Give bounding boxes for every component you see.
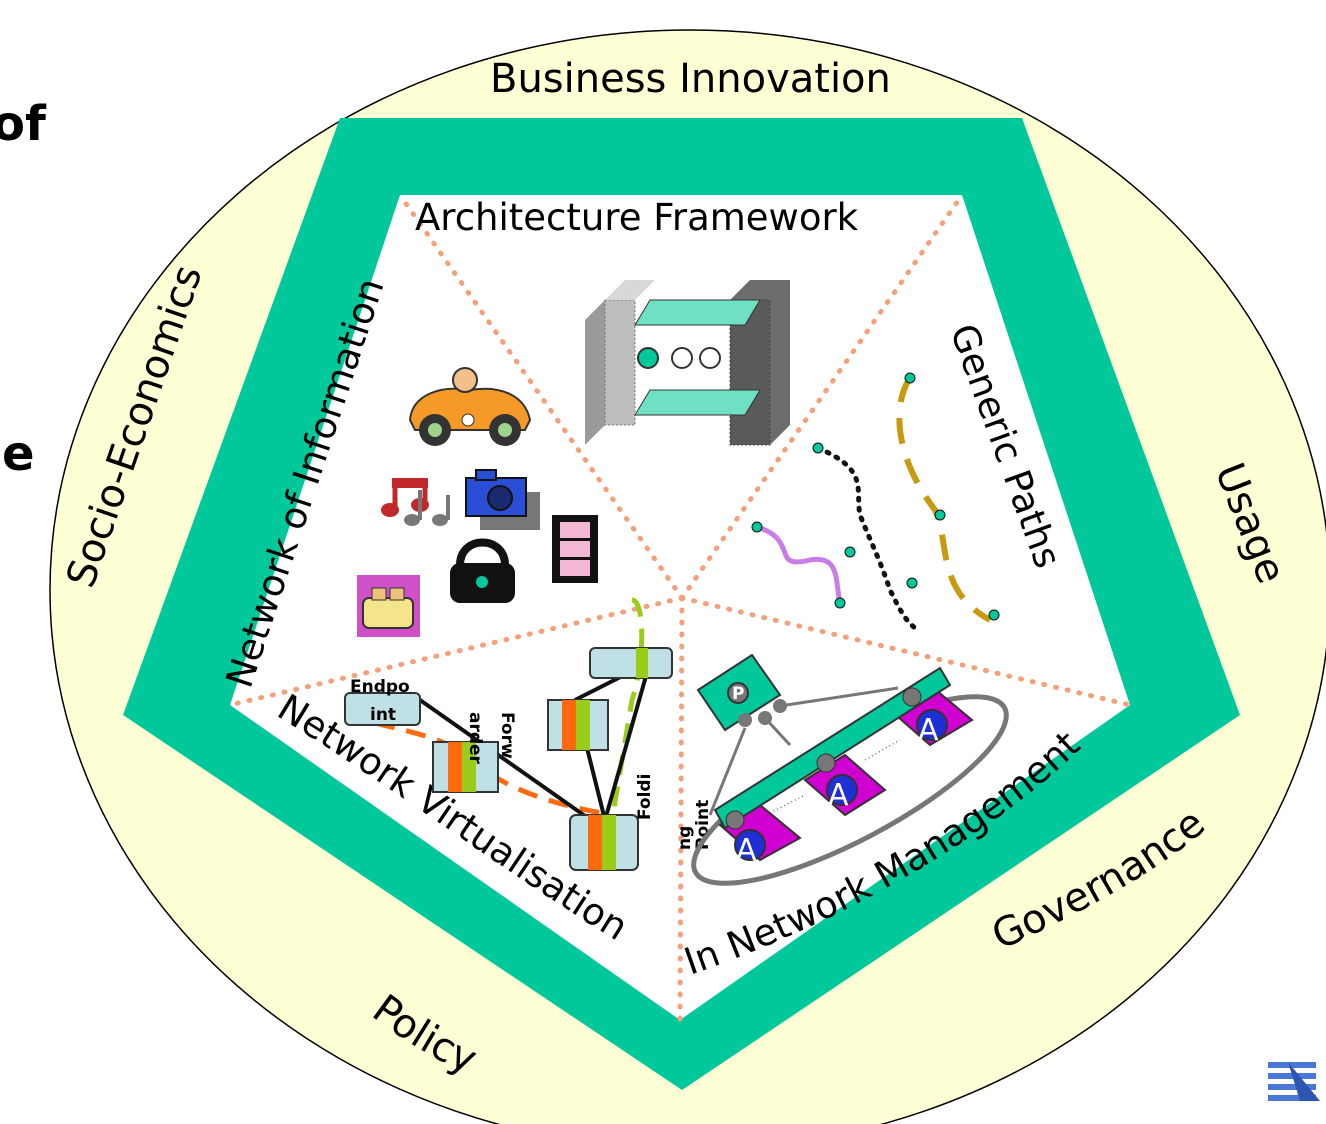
- ring-label-business-innovation: Business Innovation: [490, 56, 891, 102]
- network-virtualisation-graphic: Endpo int Forw arder Foldi ng Point: [343, 597, 713, 871]
- svg-text:A: A: [828, 778, 849, 813]
- generic-paths-graphic: [751, 372, 1000, 631]
- camera-icon: [465, 469, 540, 530]
- forwarder-label-2: arder: [465, 712, 485, 765]
- lock-icon: [450, 538, 515, 603]
- svg-text:A: A: [918, 713, 939, 748]
- endpoint-label-1: Endpo: [350, 677, 410, 697]
- edge-fragment-top: of: [0, 96, 47, 152]
- folding-label-1: Foldi: [635, 774, 655, 820]
- svg-text:A: A: [736, 833, 757, 868]
- film-strip-icon: [552, 515, 598, 583]
- folding-label-2: ng: [675, 826, 695, 850]
- svg-text:P: P: [732, 684, 744, 704]
- race-car-icon: [408, 367, 532, 446]
- segment-dividers: [227, 192, 1133, 1023]
- endpoint-label-2: int: [370, 705, 396, 725]
- in-network-management-graphic: P A A A: [691, 653, 1009, 886]
- toaster-icon: [357, 575, 420, 637]
- architecture-framework-graphic: [585, 280, 790, 446]
- music-notes-icon: [381, 478, 450, 526]
- edge-fragment-middle: e: [2, 426, 35, 482]
- segment-label-architecture: Architecture Framework: [415, 196, 859, 239]
- forwarder-label-1: Forw: [497, 712, 517, 759]
- corner-logo: [1268, 1062, 1320, 1101]
